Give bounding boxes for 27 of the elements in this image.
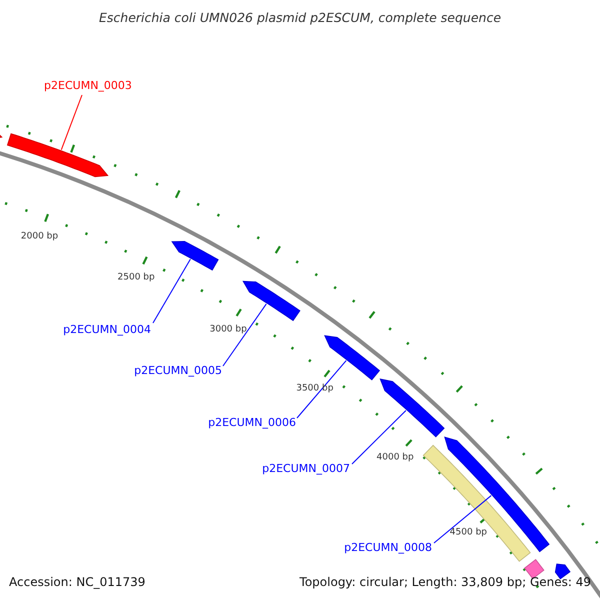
gene-label: p2ECUMN_0007 [262,462,350,476]
leader-line [296,360,347,418]
leader-line [60,94,82,150]
gene-segment [444,436,550,552]
gene-segment [171,240,219,271]
gene-segment [380,378,445,438]
scale-label: 2500 bp [118,273,155,284]
scale-label: 4500 bp [450,528,487,539]
leader-line [222,303,267,366]
gene-segment [242,280,300,322]
gene-label: p2ECUMN_0005 [134,364,222,378]
leader-line [152,258,191,324]
gene-label: p2ECUMN_0008 [344,541,432,554]
sequence-summary: Topology: circular; Length: 33,809 bp; Genes: 49 [300,575,591,590]
gene-label: p2ECUMN_0003 [44,79,132,92]
scale-label: 4000 bp [376,452,414,463]
accession-text: Accession: NC_011739 [9,575,146,590]
gene-label: p2ECUMN_0004 [63,323,151,336]
leader-line [352,410,406,464]
leader-line [434,495,492,544]
gene-label: p2ECUMN_0006 [208,416,296,430]
scale-label: 2000 bp [20,231,58,242]
scale-label: 3500 bp [296,384,334,395]
gene-segment [324,335,380,380]
title: Escherichia coli UMN026 plasmid p2ESCUM, complete sequence [98,10,502,25]
scale-label: 3000 bp [210,324,247,335]
gene-segment [6,133,109,178]
